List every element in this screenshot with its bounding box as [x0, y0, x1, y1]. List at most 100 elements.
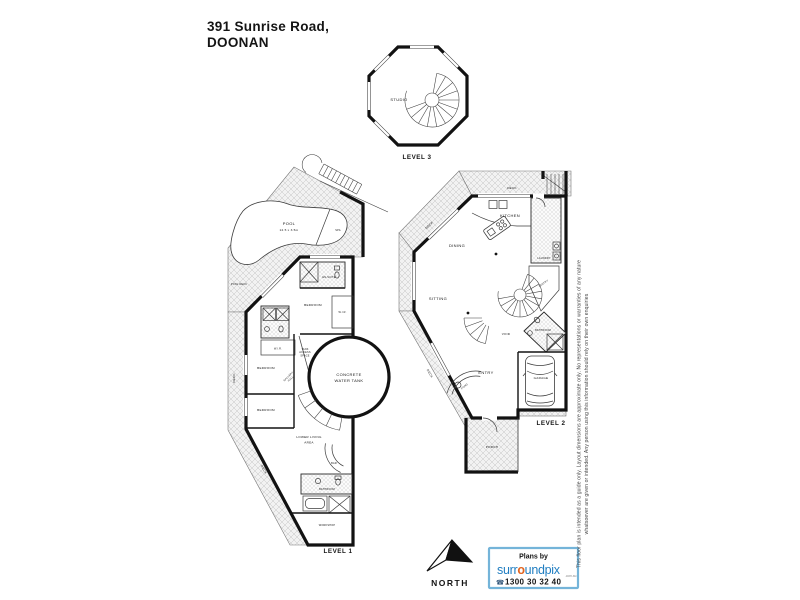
brand-wordmark: surroundpix — [497, 563, 561, 577]
pantry-room: PANTRY — [528, 265, 560, 312]
disclaimer-text: This floor plan is intended as a guide o… — [577, 260, 591, 568]
room-label-studio: STUDIO — [390, 97, 407, 102]
title-line2: DOONAN — [207, 35, 269, 50]
brand-domain: .com.au — [565, 574, 577, 578]
porch-area — [465, 417, 519, 473]
room-label-workshop: WORKSHOP — [319, 524, 336, 527]
studio-window-lower-left — [372, 119, 392, 139]
column-dot-2 — [466, 311, 470, 315]
room-label-ensuite: EN-SUITE — [322, 276, 335, 279]
room-label-wir-mid: W.I.R. — [274, 348, 282, 351]
room-label-bedroom-mid: BEDROOM — [257, 366, 275, 370]
tank-label-line1: CONCRETE — [336, 372, 361, 377]
studio-spiral-stair-icon — [404, 73, 460, 128]
garage-apron — [517, 410, 567, 417]
room-label-laundry: LAUNDRY — [537, 257, 550, 260]
room-label-void: VOID — [502, 332, 511, 336]
level1-plan: POOL 12.5 x 3.5m SPA POOL DECK — [227, 154, 391, 555]
deck-lower-label: DECK — [260, 464, 268, 475]
car-icon — [522, 355, 558, 407]
brand-post: undpix — [525, 563, 561, 577]
room-label-bathroom1: BATHROOM — [319, 488, 335, 491]
deck-side-label: DECK — [232, 373, 236, 383]
studio-window-upper-left — [372, 53, 392, 73]
level1-window-diagonal — [259, 272, 286, 299]
tank-label-line2: WATER TANK — [335, 378, 364, 383]
room-label-bedroom-lower: BEDROOM — [257, 408, 275, 412]
level2-bathroom: BATHROOM — [523, 311, 567, 353]
tank-stair-icon — [298, 390, 343, 431]
level1-bathroom: BATHROOM — [300, 473, 353, 495]
level2-plan: KITCHEN LAUNDRY PANTRY DINING SITTING — [398, 170, 572, 474]
room-label-spa: SPA — [335, 229, 341, 232]
brand-pre: surr — [497, 563, 517, 577]
small-bathroom — [260, 305, 290, 339]
room-label-gallery1: GALLERY — [283, 371, 294, 382]
north-compass: NORTH — [426, 539, 474, 588]
disclaimer-line2: whatsoever are given or intended. Any pe… — [584, 293, 590, 534]
room-label-tank-access1: TANK — [301, 348, 308, 351]
north-arrow-icon-fill — [445, 539, 474, 563]
room-label-deck-side: DECK — [232, 373, 236, 383]
room-label-deck-lower-left: DECK — [426, 368, 434, 379]
deck-edge-wall — [339, 190, 365, 257]
level1-caption: LEVEL 1 — [324, 548, 353, 555]
kitchen-cabinets — [488, 200, 498, 209]
north-label: NORTH — [431, 578, 469, 588]
exterior-stair-icon — [301, 154, 389, 213]
level2-window-lower-diag — [428, 341, 452, 378]
tank-access-label: TANK ACCESS SPACE — [299, 348, 310, 357]
studio-window-left — [366, 82, 372, 110]
room-label-porch: PORCH — [486, 445, 498, 449]
laundry-room: LAUNDRY — [530, 193, 562, 264]
level2-window-left — [411, 262, 417, 300]
level1-window-left-1 — [243, 355, 249, 375]
disclaimer-line1: This floor plan is intended as a guide o… — [577, 260, 583, 568]
kitchen-island — [483, 216, 511, 240]
plans-by-label: Plans by — [519, 554, 548, 561]
room-label-kitchen: KITCHEN — [500, 213, 520, 218]
room-label-deck-upper: DECK — [424, 220, 434, 230]
brand-lens-icon: o — [517, 563, 525, 577]
bar-counter: BAR — [324, 443, 344, 473]
deck-upper-label: DECK — [424, 220, 434, 230]
level2-window-upper-diag — [426, 207, 461, 241]
room-label-bathroom2: BATHROOM — [535, 329, 551, 332]
room-label-sitting: SITTING — [429, 296, 447, 301]
kitchen-area: KITCHEN — [471, 200, 531, 240]
surroundpix-logo-box: Plans by surroundpix .com.au ☎ 1300 30 3… — [487, 546, 580, 590]
room-label-wir-top: W.I.R. — [338, 311, 346, 314]
level2-caption: LEVEL 2 — [537, 420, 566, 427]
level1-window-top — [310, 254, 340, 260]
column-dot-1 — [494, 252, 498, 256]
room-label-pond: POND — [461, 383, 469, 390]
wir-mid: W.I.R. — [260, 339, 296, 356]
room-label-bar: BAR — [331, 462, 337, 465]
porch-walls — [464, 418, 518, 474]
room-label-pool-deck: POOL DECK — [231, 283, 247, 286]
room-label-pool: POOL — [283, 221, 296, 226]
deck-stair-walls — [541, 171, 568, 196]
phone-number: 1300 30 32 40 — [505, 578, 562, 587]
room-label-garage: GARAGE — [534, 376, 549, 380]
studio-window-upper-right — [441, 50, 461, 70]
level2-window-top — [478, 193, 530, 199]
phone-icon: ☎ — [496, 579, 504, 587]
pool-dimensions: 12.5 x 3.5m — [280, 228, 299, 232]
room-label-deck-top: DECK — [507, 186, 517, 190]
room-label-entry: ENTRY — [478, 370, 493, 375]
entry-area: POND ENTRY — [446, 370, 498, 433]
level2-curved-stair-icon — [463, 317, 489, 344]
room-label-tank-access3: SPACE — [300, 354, 309, 357]
wir-top: W.I.R. — [331, 295, 354, 329]
bathtub — [302, 495, 328, 512]
room-label-pantry: PANTRY — [538, 279, 549, 288]
garage-room: GARAGE — [517, 351, 566, 410]
room-label-gallery2: HALL — [287, 375, 294, 382]
ensuite-room: EN-SUITE — [299, 261, 346, 289]
room-label-bedroom-top: BEDROOM — [304, 303, 322, 307]
gallery-hall-label: GALLERY HALL — [283, 371, 295, 383]
level3-caption: LEVEL 3 — [403, 154, 432, 161]
